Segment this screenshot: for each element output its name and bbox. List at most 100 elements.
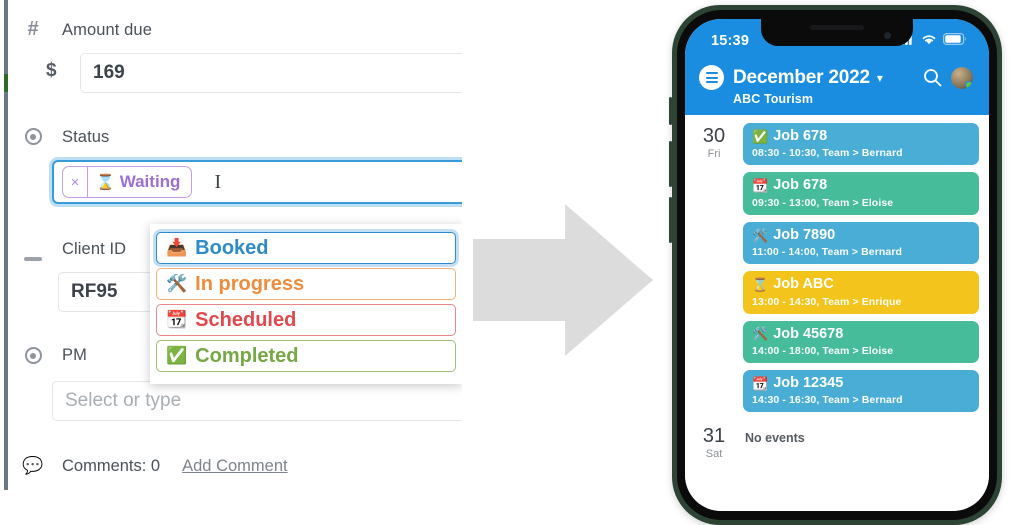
event-title: Job 45678 — [773, 325, 844, 342]
organisation-name: ABC Tourism — [733, 92, 814, 106]
dropdown-option-label: Completed — [195, 344, 299, 367]
event-card[interactable]: 🛠️ Job 7890 11:00 - 14:00, Team > Bernar… — [743, 221, 979, 265]
hamburger-menu-icon[interactable] — [699, 65, 724, 90]
hourglass-icon: ⌛ — [96, 174, 115, 191]
event-subtitle: 11:00 - 14:00, Team > Bernard — [752, 246, 903, 259]
agenda-list[interactable]: 30 Fri ✅ Job 678 08:30 - 10:30, Team > B… — [685, 115, 989, 511]
inbox-tray-icon: 📥 — [166, 238, 188, 257]
event-card[interactable]: ⌛ Job ABC 13:00 - 14:30, Team > Enrique — [743, 271, 979, 314]
wifi-icon — [922, 35, 936, 45]
app-header-row: December 2022 ▾ — [699, 65, 973, 90]
event-title: Job ABC — [773, 276, 834, 293]
calendar-icon: 📆 — [752, 178, 769, 194]
chevron-down-icon[interactable]: ▾ — [876, 70, 883, 85]
event-title: Job 12345 — [773, 374, 844, 391]
event-title-row: 🛠️ Job 7890 — [752, 227, 970, 244]
phone-mockup: 15:39 — [669, 5, 1002, 525]
day-weekday: Fri — [707, 148, 721, 160]
status-options-dropdown[interactable]: 📥 Booked 🛠️ In progress 📆 Scheduled ✅ Co… — [150, 224, 462, 384]
status-combobox[interactable]: × ⌛ Waiting I — [52, 160, 462, 204]
day-number: 30 — [702, 125, 726, 147]
phone-screen: 15:39 — [685, 19, 989, 511]
radio-icon-status — [22, 128, 44, 150]
agenda-day-30: 30 Fri ✅ Job 678 08:30 - 10:30, Team > B… — [685, 121, 989, 421]
hash-icon: # — [27, 18, 39, 40]
event-subtitle: 08:30 - 10:30, Team > Bernard — [752, 147, 903, 160]
day-events: No events — [743, 423, 979, 460]
tools-icon: 🛠️ — [752, 227, 769, 243]
front-camera-icon — [884, 32, 891, 39]
dash-icon — [22, 248, 44, 266]
panel-rail-accent — [4, 74, 8, 92]
add-comment-link[interactable]: Add Comment — [182, 456, 288, 475]
chip-body: ⌛ Waiting — [88, 167, 191, 197]
tools-icon: 🛠️ — [166, 274, 188, 293]
dropdown-option-label: Scheduled — [195, 308, 297, 331]
battery-icon — [943, 33, 967, 45]
phone-volume-up-button[interactable] — [669, 141, 672, 187]
comments-count: Comments: 0 — [62, 456, 161, 475]
dropdown-option-completed[interactable]: ✅ Completed — [156, 340, 456, 372]
day-weekday: Sat — [705, 448, 723, 461]
calendar-icon: 📆 — [752, 375, 769, 391]
earpiece-speaker — [810, 25, 864, 30]
phone-mute-button[interactable] — [669, 97, 672, 125]
event-card[interactable]: ✅ Job 678 08:30 - 10:30, Team > Bernard — [743, 123, 979, 166]
chip-remove-icon[interactable]: × — [63, 167, 88, 197]
app-header: December 2022 ▾ ABC Tourism — [685, 65, 989, 115]
job-form-panel: # Amount due $ 169 Status × ⌛ Waiting I … — [0, 0, 462, 490]
dropdown-option-label: Booked — [195, 236, 269, 259]
dropdown-option-scheduled[interactable]: 📆 Scheduled — [156, 304, 456, 336]
event-subtitle: 09:30 - 13:00, Team > Eloise — [752, 196, 894, 209]
event-title-row: 📆 Job 12345 — [752, 375, 970, 392]
text-cursor-icon: I — [214, 170, 222, 193]
field-label-client-id: Client ID — [62, 240, 127, 258]
event-title: Job 678 — [773, 128, 828, 144]
event-card[interactable]: 📆 Job 12345 14:30 - 16:30, Team > Bernar… — [743, 369, 979, 413]
chip-label: Waiting — [119, 172, 181, 191]
event-card[interactable]: 🛠️ Job 45678 14:00 - 18:00, Team > Elois… — [743, 320, 979, 363]
event-title: Job 678 — [773, 177, 828, 194]
amount-due-input[interactable]: 169 — [80, 53, 462, 93]
event-subtitle: 13:00 - 14:30, Team > Enrique — [752, 295, 902, 308]
status-bar-clock: 15:39 — [711, 33, 750, 49]
day-gutter: 30 Fri — [685, 123, 743, 419]
event-title-row: ✅ Job 678 — [752, 128, 970, 145]
check-mark-icon: ✅ — [752, 128, 769, 144]
phone-volume-down-button[interactable] — [669, 197, 672, 243]
status-chip-waiting[interactable]: × ⌛ Waiting — [62, 166, 193, 198]
event-subtitle: 14:00 - 18:00, Team > Eloise — [752, 344, 894, 357]
currency-symbol: $ — [46, 60, 57, 81]
phone-notch — [761, 19, 913, 46]
check-mark-icon: ✅ — [166, 346, 188, 365]
event-title-row: ⌛ Job ABC — [752, 276, 970, 293]
field-label-status: Status — [62, 128, 110, 146]
day-gutter: 31 Sat — [685, 423, 743, 461]
event-title-row: 📆 Job 678 — [752, 177, 970, 194]
month-title[interactable]: December 2022 — [733, 66, 870, 88]
comments-icon: 💬 — [22, 456, 44, 475]
hourglass-icon: ⌛ — [752, 277, 769, 293]
calendar-icon: 📆 — [166, 310, 188, 329]
phone-bezel: 15:39 — [677, 10, 997, 520]
search-icon[interactable] — [923, 68, 942, 87]
no-events-label: No events — [745, 431, 805, 446]
dropdown-option-label: In progress — [195, 272, 305, 295]
right-arrow-icon — [473, 204, 653, 356]
event-title-row: 🛠️ Job 45678 — [752, 326, 970, 343]
day-events: ✅ Job 678 08:30 - 10:30, Team > Bernard … — [743, 123, 979, 419]
event-title: Job 7890 — [773, 226, 836, 243]
event-card[interactable]: 📆 Job 678 09:30 - 13:00, Team > Eloise — [743, 172, 979, 215]
panel-left-rail — [4, 0, 8, 490]
day-number: 31 — [702, 425, 726, 448]
radio-icon-pm — [22, 347, 44, 369]
pm-input[interactable]: Select or type — [52, 381, 462, 421]
field-label-pm: PM — [62, 346, 87, 364]
tools-icon: 🛠️ — [752, 326, 769, 342]
agenda-day-31: 31 Sat No events — [685, 421, 989, 462]
dropdown-option-booked[interactable]: 📥 Booked — [156, 232, 456, 264]
comments-row: 💬 Comments: 0 Add Comment — [22, 456, 288, 476]
user-avatar[interactable] — [951, 66, 973, 89]
field-label-amount-due: Amount due — [62, 21, 152, 39]
dropdown-option-in-progress[interactable]: 🛠️ In progress — [156, 268, 456, 300]
